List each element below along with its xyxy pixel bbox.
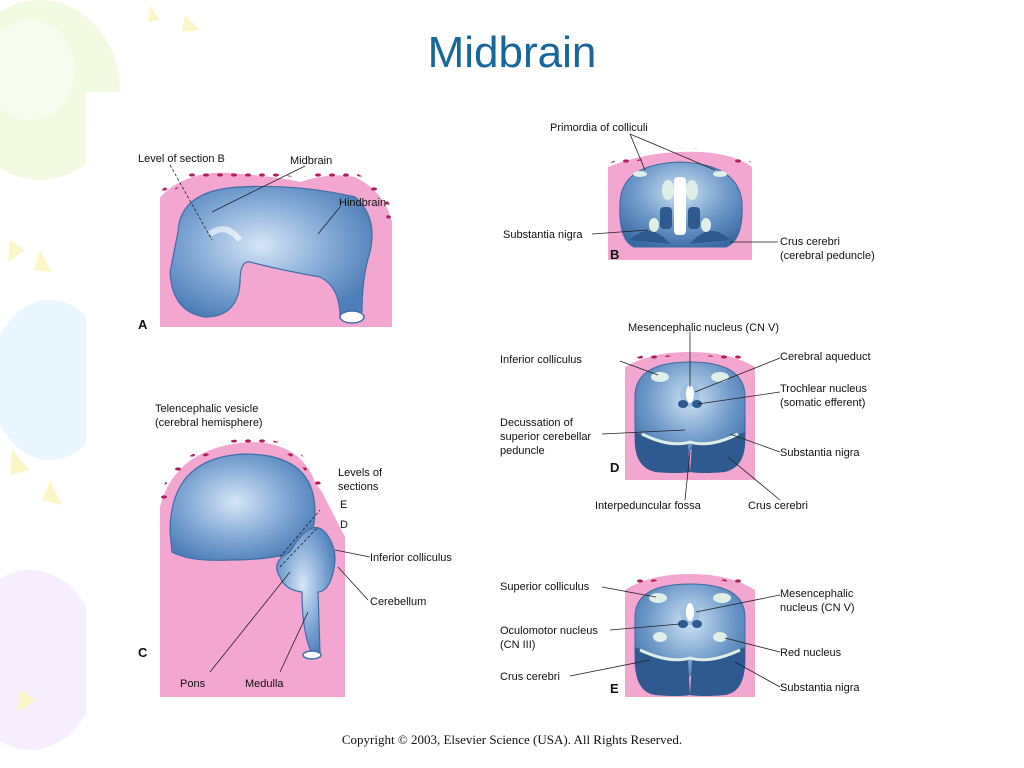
label-interpeduncular-fossa: Interpeduncular fossa <box>595 500 702 512</box>
label-crus-cerebri-b: Crus cerebri <box>780 236 840 248</box>
panel-a: Level of section B Midbrain Hindbrain A <box>138 153 396 332</box>
label-cerebellum: Cerebellum <box>370 596 426 608</box>
label-substantia-nigra-d: Substantia nigra <box>780 447 860 459</box>
panel-letter-c: C <box>138 645 148 660</box>
label-oculomotor-nucleus: Oculomotor nucleus <box>500 625 598 637</box>
label-levels-of: Levels of <box>338 467 383 479</box>
panel-d: Mesencephalic nucleus (CN V) Inferior co… <box>500 322 871 512</box>
label-substantia-nigra-b: Substantia nigra <box>503 229 583 241</box>
label-cerebral-hemisphere: (cerebral hemisphere) <box>155 417 263 429</box>
panel-e: Superior colliculus Mesencephalic nucleu… <box>500 570 860 697</box>
label-level-d: D <box>340 519 348 531</box>
panel-letter-a: A <box>138 317 148 332</box>
label-decussation-of: Decussation of <box>500 417 574 429</box>
label-sections: sections <box>338 481 379 493</box>
panel-c: Telencephalic vesicle (cerebral hemisphe… <box>138 403 452 697</box>
label-hindbrain: Hindbrain <box>339 197 386 209</box>
brainstem-c <box>276 527 336 655</box>
label-substantia-nigra-e: Substantia nigra <box>780 682 860 694</box>
panel-letter-b: B <box>610 247 619 262</box>
label-level-e: E <box>340 499 347 511</box>
label-peduncle: peduncle <box>500 445 545 457</box>
label-cerebral-aqueduct: Cerebral aqueduct <box>780 351 871 363</box>
embryo-brain-a <box>169 185 373 318</box>
label-midbrain: Midbrain <box>290 155 332 167</box>
midbrain-figure: Level of section B Midbrain Hindbrain A … <box>138 122 875 697</box>
label-superior-cerebellar: superior cerebellar <box>500 431 591 443</box>
label-primordia-of-colliculi: Primordia of colliculi <box>550 122 648 134</box>
label-trochlear-nucleus: Trochlear nucleus <box>780 383 868 395</box>
label-telencephalic-vesicle: Telencephalic vesicle <box>155 403 258 415</box>
balloon-decoration-blue <box>0 300 110 460</box>
label-medulla: Medulla <box>245 678 284 690</box>
slide-title: Midbrain <box>427 28 597 77</box>
copyright-notice: Copyright © 2003, Elsevier Science (USA)… <box>341 732 683 747</box>
star-decorations <box>8 5 200 712</box>
label-crus-cerebri-e: Crus cerebri <box>500 671 560 683</box>
label-superior-colliculus: Superior colliculus <box>500 581 590 593</box>
telencephalic-vesicle <box>169 453 316 561</box>
balloon-decoration-purple <box>0 570 100 750</box>
label-red-nucleus: Red nucleus <box>780 647 842 659</box>
label-cn-iii: (CN III) <box>500 639 535 651</box>
label-pons: Pons <box>180 678 206 690</box>
label-cerebral-peduncle: (cerebral peduncle) <box>780 250 875 262</box>
label-inferior-colliculus-c: Inferior colliculus <box>370 552 452 564</box>
label-nucleus-cn-v-e: nucleus (CN V) <box>780 602 855 614</box>
label-inferior-colliculus-d: Inferior colliculus <box>500 354 582 366</box>
label-somatic-efferent: (somatic efferent) <box>780 397 865 409</box>
label-crus-cerebri-d: Crus cerebri <box>748 500 808 512</box>
label-mesencephalic-e: Mesencephalic <box>780 588 854 600</box>
panel-letter-e: E <box>610 681 619 696</box>
panel-letter-d: D <box>610 460 619 475</box>
label-level-of-section-b: Level of section B <box>138 153 225 165</box>
panel-b: Primordia of colliculi Substantia nigra … <box>503 122 875 262</box>
label-mesencephalic-nucleus-d: Mesencephalic nucleus (CN V) <box>628 322 779 334</box>
